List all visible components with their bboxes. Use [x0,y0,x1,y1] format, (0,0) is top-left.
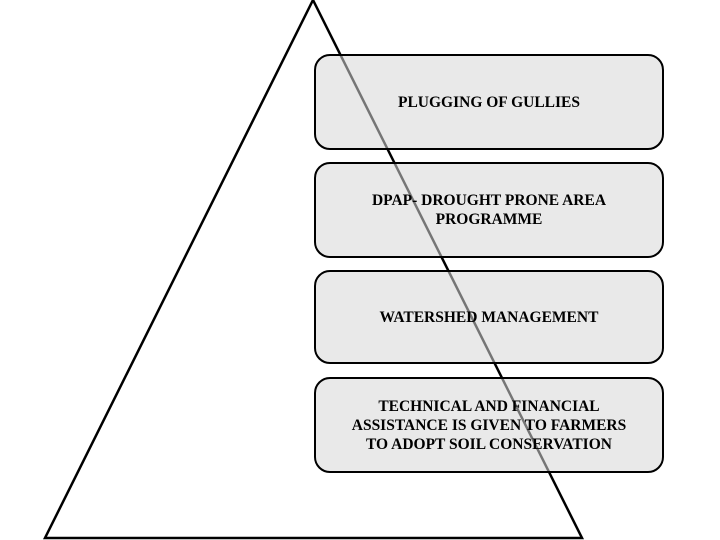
pyramid-level-2: DPAP- DROUGHT PRONE AREA PROGRAMME [314,162,664,258]
pyramid-outline [42,0,585,540]
level-2-label: DPAP- DROUGHT PRONE AREA PROGRAMME [371,192,607,228]
pyramid-level-3: WATERSHED MANAGEMENT [314,270,664,364]
level-4-label: TECHNICAL AND FINANCIAL ASSISTANCE IS GI… [351,397,627,453]
pyramid-level-1: PLUGGING OF GULLIES [314,54,664,150]
pyramid-level-4: TECHNICAL AND FINANCIAL ASSISTANCE IS GI… [314,377,664,473]
level-1-label: PLUGGING OF GULLIES [397,93,580,111]
level-3-label: WATERSHED MANAGEMENT [379,308,599,326]
